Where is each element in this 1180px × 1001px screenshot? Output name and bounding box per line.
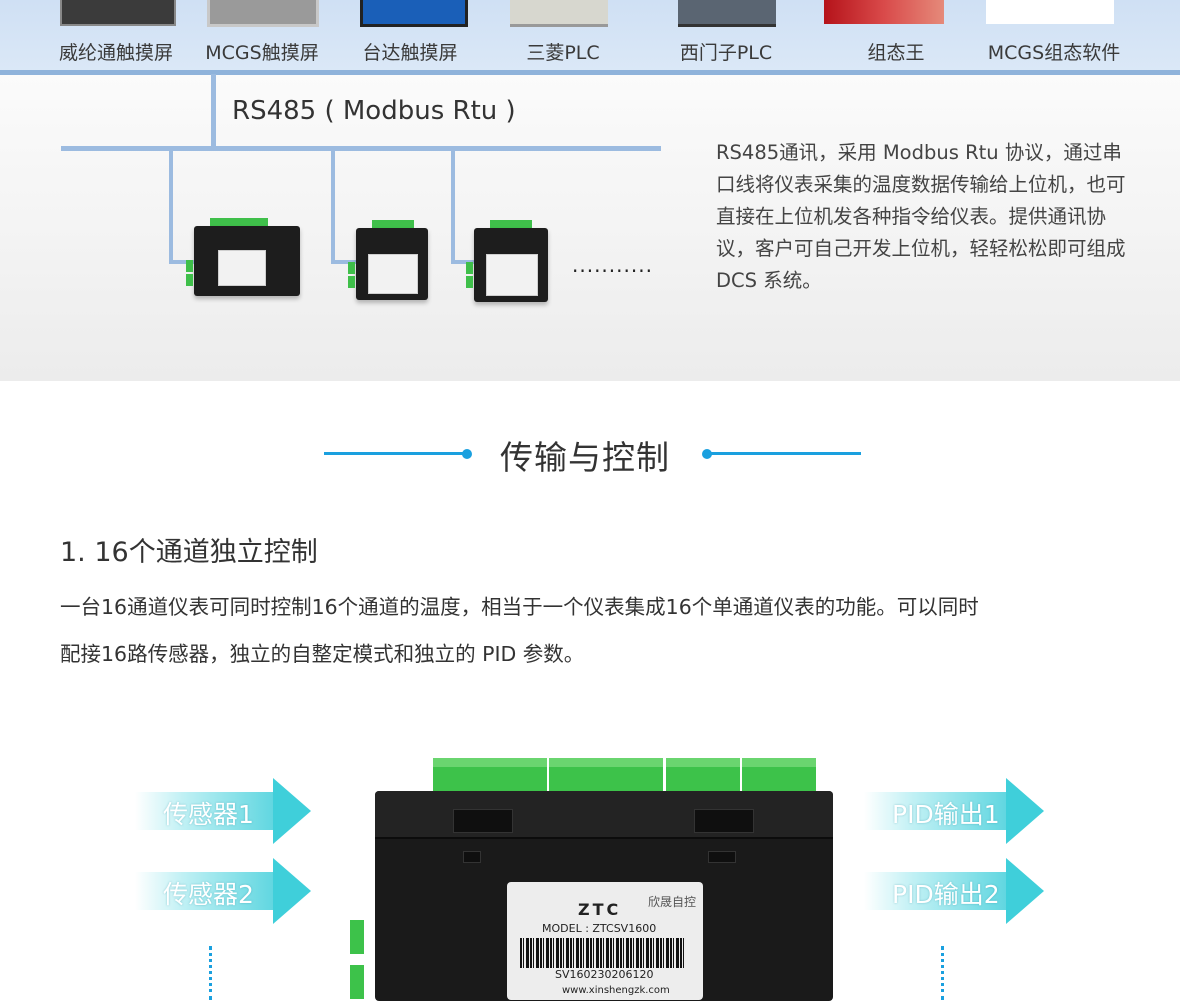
bus-tap-3 <box>451 260 477 264</box>
ztc-16-channel-controller: ZTC 欣晟自控 MODEL : ZTCSV1600 SV16023020612… <box>350 755 850 1001</box>
rs485-title: RS485 ( Modbus Rtu ) <box>232 96 516 126</box>
output-continuation-dots <box>941 946 944 1000</box>
vent-left <box>463 851 481 863</box>
feature-description-line-2: 配接16路传感器，独立的自整定模式和独立的 PID 参数。 <box>60 642 585 666</box>
sensor-label-1: 传感器1 <box>163 800 254 829</box>
feature-description-line-1: 一台16通道仪表可同时控制16个通道的温度，相当于一个仪表集成16个单通道仪表的… <box>60 595 979 619</box>
side-connector-1 <box>350 920 364 954</box>
bus-drop-2 <box>331 150 335 263</box>
brand-logo: ZTC <box>578 900 622 919</box>
bus-drop-1 <box>169 150 173 263</box>
website-text: www.xinshengzk.com <box>562 985 670 996</box>
pid-output-arrow-2: PID输出2 <box>864 858 1044 924</box>
controller-top-rim <box>375 791 833 839</box>
vent-right <box>708 851 736 863</box>
model-number: MODEL : ZTCSV1600 <box>542 922 657 935</box>
device-label-mcgs-software: MCGS组态软件 <box>987 42 1121 64</box>
heading-line-left <box>324 452 466 455</box>
bus-vertical-main <box>211 74 216 148</box>
feature-title: 1. 16个通道独立控制 <box>60 537 318 568</box>
heading-dot-left <box>462 449 472 459</box>
barcode <box>520 938 686 968</box>
bus-horizontal <box>61 146 661 151</box>
bus-top-line <box>0 70 1180 75</box>
latch-left <box>453 809 513 833</box>
device-label-siemens: 西门子PLC <box>679 42 773 64</box>
mcgs-touchscreen-image <box>207 0 319 27</box>
brand-chinese-name: 欣晟自控 <box>648 895 697 909</box>
sensor-label-2: 传感器2 <box>163 880 254 909</box>
pid-output-label-2: PID输出2 <box>892 880 1000 909</box>
mcgs-software-image <box>986 0 1114 24</box>
weinview-touchscreen-image <box>60 0 176 26</box>
side-connector-2 <box>350 965 364 999</box>
host-devices-band: 威纶通触摸屏 MCGS触摸屏 台达触摸屏 三菱PLC 西门子PLC 组态王 MC… <box>0 0 1180 72</box>
section-title: 传输与控制 <box>500 438 670 477</box>
pid-output-arrow-1: PID输出1 <box>864 778 1044 844</box>
device-label-mcgs-touch: MCGS触摸屏 <box>205 42 319 64</box>
instrument-module-3 <box>466 220 550 302</box>
mitsubishi-plc-image <box>510 0 608 27</box>
heading-line-right <box>708 452 861 455</box>
sensor-input-arrow-1: 传感器1 <box>135 778 311 844</box>
bus-tap-1 <box>169 260 195 264</box>
device-label-mitsubishi: 三菱PLC <box>526 42 600 64</box>
rs485-description: RS485通讯，采用 Modbus Rtu 协议，通过串口线将仪表采集的温度数据… <box>716 141 1126 292</box>
heading-dot-right <box>702 449 712 459</box>
device-label-weinview: 威纶通触摸屏 <box>58 42 173 64</box>
sensor-continuation-dots <box>209 946 212 1000</box>
device-label-delta: 台达触摸屏 <box>362 42 458 64</box>
instrument-module-2 <box>348 220 430 300</box>
serial-number: SV160230206120 <box>555 968 654 981</box>
pid-output-label-1: PID输出1 <box>892 800 1000 829</box>
sensor-input-arrow-2: 传感器2 <box>135 858 311 924</box>
latch-right <box>694 809 754 833</box>
kingview-software-image <box>824 0 944 24</box>
bus-drop-3 <box>451 150 455 263</box>
device-label-kingview: 组态王 <box>867 42 925 64</box>
more-modules-ellipsis: ........... <box>572 253 653 277</box>
siemens-plc-image <box>678 0 776 27</box>
instrument-module-1 <box>186 218 302 298</box>
bus-tap-2 <box>331 260 357 264</box>
delta-touchscreen-image <box>360 0 468 27</box>
